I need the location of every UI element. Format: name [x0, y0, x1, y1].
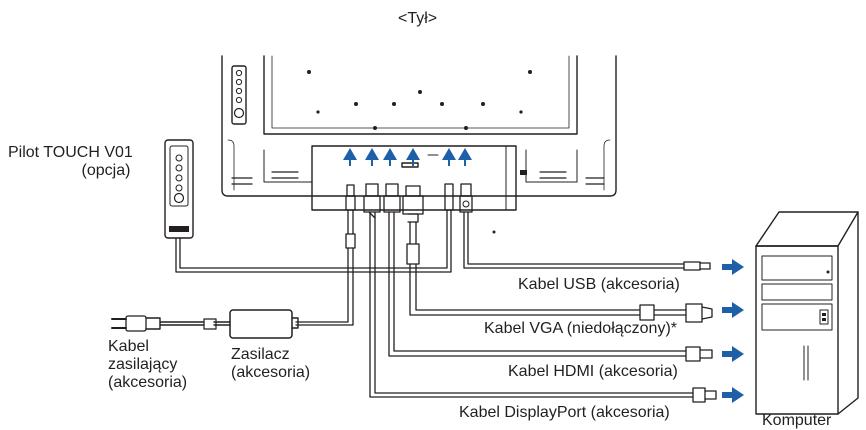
power-cable-label-line2: zasilający — [108, 356, 178, 373]
computer-input-arrows — [722, 259, 744, 403]
adapter-label-line1: Zasilacz — [231, 346, 290, 363]
power-adapter-drawing — [111, 309, 299, 339]
adapter-label-line2: (akcesoria) — [231, 364, 311, 381]
power-cable-label-line1: Kabel — [108, 338, 149, 355]
remote-label-line1: Pilot TOUCH V01 — [8, 144, 133, 161]
cable-end-plugs — [683, 261, 717, 403]
computer-label: Komputer — [762, 412, 832, 429]
monitor-plugs — [345, 183, 473, 233]
remote-control-drawing — [164, 139, 194, 239]
connector-panel — [311, 145, 527, 234]
monitor-back — [221, 55, 617, 234]
vesa-holes — [307, 70, 532, 130]
vents — [231, 171, 605, 185]
displayport-cable-label: Kabel DisplayPort (akcesoria) — [459, 404, 670, 421]
remote-label-line2: (opcja) — [81, 162, 131, 179]
vga-cable-label: Kabel VGA (niedołączony)* — [484, 320, 677, 337]
cable-runs — [175, 209, 694, 398]
power-cable-label-line3: (akcesoria) — [108, 374, 188, 391]
monitor-input-arrows — [343, 148, 472, 166]
computer-tower-drawing — [755, 211, 859, 415]
usb-cable-label: Kabel USB (akcesoria) — [518, 276, 680, 293]
page-title: <Tył> — [398, 10, 438, 27]
monitor-button-panel — [231, 65, 247, 125]
hdmi-cable-label: Kabel HDMI (akcesoria) — [508, 363, 678, 380]
